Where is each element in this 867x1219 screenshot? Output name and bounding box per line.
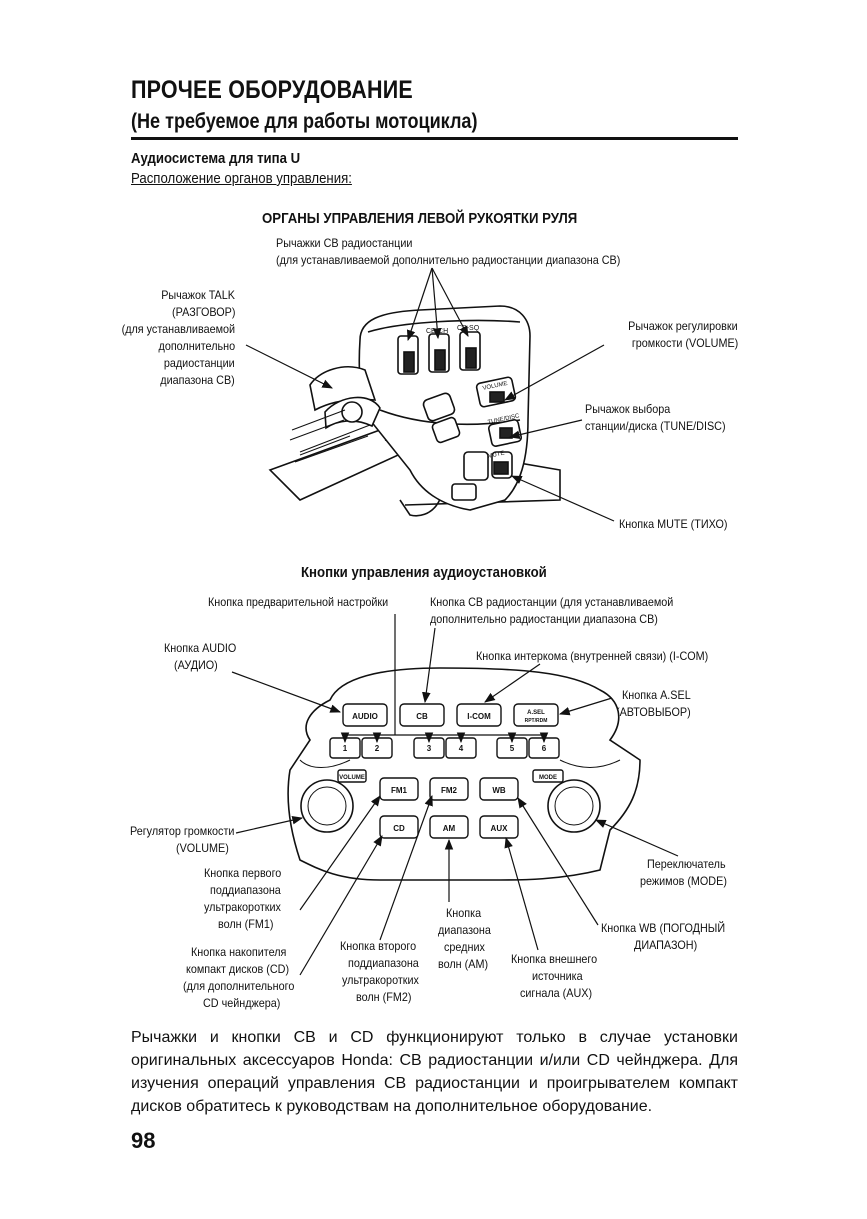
panel-preset3-text: 3 <box>427 744 432 753</box>
page-subtitle: (Не требуемое для работы мотоцикла) <box>131 110 478 133</box>
panel-asel-text: A.SEL <box>527 710 545 716</box>
label-talk-1: Рычажок TALK <box>161 288 235 302</box>
label-volume-knob-2: (VOLUME) <box>176 841 229 855</box>
label-mode-1: Переключатель <box>647 857 726 871</box>
label-talk-4: дополнительно <box>158 339 235 353</box>
panel-button-labels: AUDIO CB I-COM A.SEL RPT/RDM 1 2 3 4 5 6… <box>339 710 557 833</box>
label-mute: Кнопка MUTE (ТИХО) <box>619 517 728 531</box>
label-fm1-1: Кнопка первого <box>204 866 282 880</box>
volume-lever-marking: VOLUME <box>482 381 508 392</box>
label-aux-2: источника <box>532 969 583 983</box>
label-cb-levers-2: (для устанавливаемой дополнительно радио… <box>276 253 621 267</box>
label-am-3: средних <box>444 940 485 954</box>
label-am-4: волн (AM) <box>438 957 489 971</box>
label-talk-2: (РАЗГОВОР) <box>171 305 235 319</box>
figure2-title: Кнопки управления аудиоустановкой <box>301 564 547 581</box>
page-title: ПРОЧЕЕ ОБОРУДОВАНИЕ <box>131 76 413 104</box>
label-volume-knob-1: Регулятор громкости <box>130 824 235 838</box>
panel-cd-text: CD <box>393 824 405 833</box>
label-fm1-3: ультракоротких <box>204 900 281 914</box>
label-cd-4: CD чейнджера) <box>203 996 281 1010</box>
panel-rpt-rdm-text: RPT/RDM <box>525 718 548 724</box>
label-fm1-4: волн (FM1) <box>218 917 274 931</box>
body-paragraph: Рычажки и кнопки CB и CD функционируют т… <box>131 1029 738 1115</box>
label-audio-1: Кнопка AUDIO <box>164 641 237 655</box>
panel-cb-text: CB <box>416 712 428 721</box>
label-asel-2: (АВТОВЫБОР) <box>616 705 691 719</box>
panel-preset4-text: 4 <box>459 744 464 753</box>
panel-fm2-text: FM2 <box>441 786 458 795</box>
label-cd-2: компакт дисков (CD) <box>186 962 290 976</box>
label-icom: Кнопка интеркома (внутренней связи) (I-C… <box>476 649 709 663</box>
handlebar-body <box>268 305 561 517</box>
label-cb-button-1: Кнопка CB радиостанции (для устанавливае… <box>430 595 674 609</box>
label-am-1: Кнопка <box>446 906 482 920</box>
label-tune-lever-1: Рычажок выбора <box>585 402 671 416</box>
label-cd-3: (для дополнительного <box>183 979 295 993</box>
panel-preset5-text: 5 <box>510 744 515 753</box>
label-cb-levers-1: Рычажки CB радиостанции <box>276 236 413 250</box>
label-talk-5: радиостанции <box>164 356 235 370</box>
panel-preset6-text: 6 <box>542 744 547 753</box>
figure2-leader-lines <box>231 614 679 976</box>
label-aux-3: сигнала (AUX) <box>520 986 593 1000</box>
label-aux-1: Кнопка внешнего <box>511 952 598 966</box>
label-cd-1: Кнопка накопителя <box>191 945 287 959</box>
panel-buttons <box>329 703 564 839</box>
panel-aux-text: AUX <box>491 824 509 833</box>
panel-volume-text: VOLUME <box>339 775 365 781</box>
label-fm1-2: поддиапазона <box>210 883 281 897</box>
label-tune-lever-2: станции/диска (TUNE/DISC) <box>585 419 726 433</box>
figure1-leader-lines <box>245 267 615 522</box>
label-audio-2: (АУДИО) <box>174 658 218 672</box>
label-talk-6: диапазона CB) <box>160 373 235 387</box>
label-talk-3: (для устанавливаемой <box>121 322 235 336</box>
label-preset: Кнопка предварительной настройки <box>208 595 389 609</box>
figure1-title: ОРГАНЫ УПРАВЛЕНИЯ ЛЕВОЙ РУКОЯТКИ РУЛЯ <box>262 210 578 227</box>
subsection-heading: Расположение органов управления: <box>131 170 352 187</box>
label-cb-button-2: дополнительно радиостанции диапазона CB) <box>430 612 658 626</box>
label-asel-1: Кнопка A.SEL <box>622 688 691 702</box>
panel-mode-text: MODE <box>539 775 557 781</box>
label-wb-2: ДИАПАЗОН) <box>634 938 698 952</box>
panel-icom-text: I-COM <box>467 712 491 721</box>
label-fm2-3: ультракоротких <box>342 973 419 987</box>
panel-audio-text: AUDIO <box>352 712 378 721</box>
page-number: 98 <box>131 1128 156 1153</box>
panel-preset2-text: 2 <box>375 744 380 753</box>
mute-lever-marking: MUTE <box>487 451 505 460</box>
panel-fm1-text: FM1 <box>391 786 408 795</box>
section-heading: Аудиосистема для типа U <box>131 150 301 167</box>
label-fm2-4: волн (FM2) <box>356 990 412 1004</box>
label-mode-2: режимов (MODE) <box>640 874 727 888</box>
label-volume-lever-2: громкости (VOLUME) <box>631 336 738 350</box>
panel-preset1-text: 1 <box>343 744 348 753</box>
label-am-2: диапазона <box>438 923 491 937</box>
label-fm2-2: поддиапазона <box>348 956 419 970</box>
panel-am-text: AM <box>443 824 456 833</box>
label-wb-1: Кнопка WB (ПОГОДНЫЙ <box>601 921 726 935</box>
label-fm2-1: Кнопка второго <box>340 939 417 953</box>
label-volume-lever-1: Рычажок регулировки <box>628 319 738 333</box>
panel-wb-text: WB <box>492 786 506 795</box>
title-rule <box>131 137 738 140</box>
